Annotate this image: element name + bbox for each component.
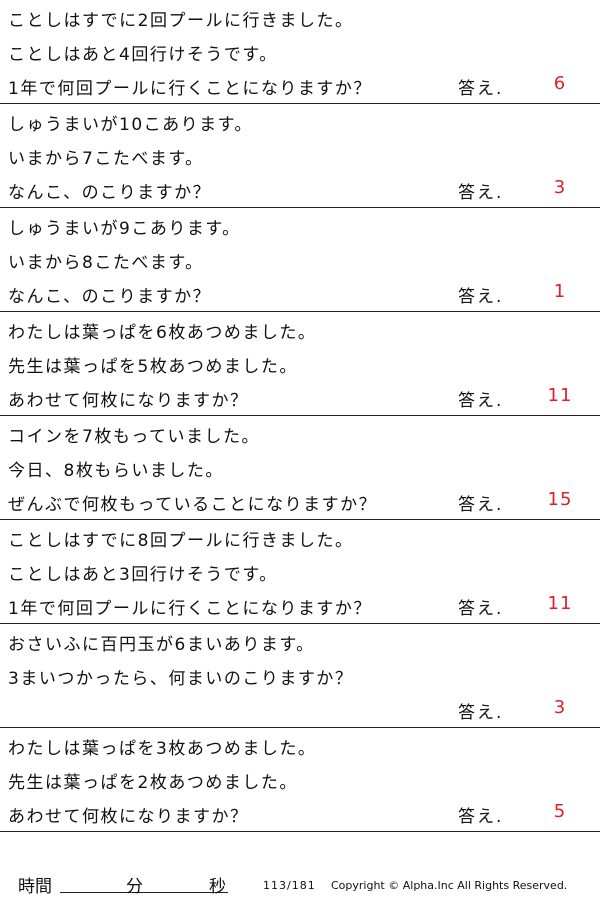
problem-7: おさいふに百円玉が6まいあります。 3まいつかったら、何まいのこりますか？ 答え… [0,624,600,728]
problem-1: ことしはすでに2回プールに行きました。 ことしはあと4回行けそうです。 1年で何… [0,0,600,104]
page-number: 113/181 [263,879,316,892]
answer-value: 3 [553,177,567,198]
minutes-label: 分 [126,877,143,897]
problem-line: 先生は葉っぱを5枚あつめました。 [8,357,298,377]
time-entry-line [60,892,228,893]
time-label: 時間 [18,877,52,897]
problem-line: ことしはすでに2回プールに行きました。 [8,11,354,31]
problem-line: しゅうまいが10こあります。 [8,115,253,135]
problem-line: いまから8こたべます。 [8,253,204,273]
problem-line: わたしは葉っぱを3枚あつめました。 [8,739,317,759]
answer-value: 11 [547,385,573,406]
problem-line: コインを7枚もっていました。 [8,427,260,447]
question-line: 1年で何回プールに行くことになりますか？ [8,79,372,99]
copyright-text: Copyright © Alpha.Inc All Rights Reserve… [331,879,568,892]
problem-4: わたしは葉っぱを6枚あつめました。 先生は葉っぱを5枚あつめました。 あわせて何… [0,312,600,416]
problem-2: しゅうまいが10こあります。 いまから7こたべます。 なんこ、のこりますか？ 答… [0,104,600,208]
problem-line: ことしはあと4回行けそうです。 [8,45,278,65]
answer-label: 答え. [458,391,504,411]
problem-line: しゅうまいが9こあります。 [8,219,241,239]
answer-value: 3 [553,697,567,718]
question-line: なんこ、のこりますか？ [8,287,212,307]
problem-line: わたしは葉っぱを6枚あつめました。 [8,323,317,343]
seconds-label: 秒 [209,877,226,897]
problem-line: 先生は葉っぱを2枚あつめました。 [8,773,298,793]
answer-label: 答え. [458,495,504,515]
problem-6: ことしはすでに8回プールに行きました。 ことしはあと3回行けそうです。 1年で何… [0,520,600,624]
problem-line: 今日、8枚もらいました。 [8,461,224,481]
question-line: ぜんぶで何枚もっていることになりますか？ [8,495,378,515]
answer-label: 答え. [458,599,504,619]
problem-5: コインを7枚もっていました。 今日、8枚もらいました。 ぜんぶで何枚もっているこ… [0,416,600,520]
answer-value: 11 [547,593,573,614]
answer-label: 答え. [458,79,504,99]
problem-line: おさいふに百円玉が6まいあります。 [8,635,315,655]
answer-value: 5 [553,801,567,822]
problem-8: わたしは葉っぱを3枚あつめました。 先生は葉っぱを2枚あつめました。 あわせて何… [0,728,600,832]
answer-label: 答え. [458,703,504,723]
problem-line: ことしはすでに8回プールに行きました。 [8,531,354,551]
question-line: 1年で何回プールに行くことになりますか？ [8,599,372,619]
footer: 時間 分 秒 113/181 Copyright © Alpha.Inc All… [0,872,600,897]
answer-label: 答え. [458,807,504,827]
answer-label: 答え. [458,183,504,203]
question-line: あわせて何枚になりますか？ [8,391,249,411]
question-line: あわせて何枚になりますか？ [8,807,249,827]
answer-value: 15 [547,489,573,510]
question-line: なんこ、のこりますか？ [8,183,212,203]
problem-line: ことしはあと3回行けそうです。 [8,565,278,585]
problem-line: いまから7こたべます。 [8,149,204,169]
answer-value: 6 [553,73,567,94]
answer-value: 1 [553,281,567,302]
problem-3: しゅうまいが9こあります。 いまから8こたべます。 なんこ、のこりますか？ 答え… [0,208,600,312]
question-line: 3まいつかったら、何まいのこりますか？ [8,669,354,689]
answer-label: 答え. [458,287,504,307]
